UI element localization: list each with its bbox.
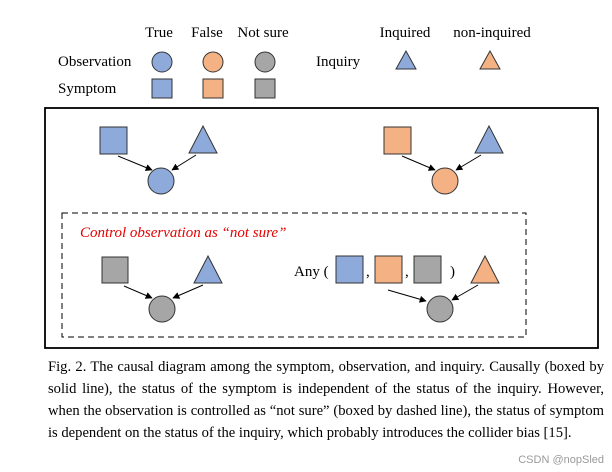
legend-symptom-false-icon xyxy=(202,78,224,99)
legend-inquiry-label: Inquiry xyxy=(316,54,361,70)
edge-symptom-to-observation-bottom xyxy=(123,285,153,299)
symptom-any-false-node xyxy=(374,255,403,284)
legend-false-label: False xyxy=(191,25,223,41)
symptom-any-true-node xyxy=(335,255,364,284)
edge-inquiry-to-observation xyxy=(171,154,197,171)
observation-not-sure-node-right xyxy=(426,295,454,323)
figure-caption: Fig. 2. The causal diagram among the sym… xyxy=(48,359,604,441)
legend-non-inquired-label: non-inquired xyxy=(453,25,531,41)
csdn-watermark: CSDN @nopSled xyxy=(518,454,604,466)
edge-symptom-to-observation-right xyxy=(401,155,436,171)
legend-symptom-not-sure-icon xyxy=(254,78,276,99)
causal-diagram: True False Not sure Observation Symptom … xyxy=(44,25,599,349)
legend-inquiry-inquired-icon xyxy=(395,49,417,70)
observation-not-sure-node xyxy=(148,295,176,323)
outer-solid-box xyxy=(44,107,599,349)
legend-observation-true-icon xyxy=(151,51,173,73)
symptom-true-node xyxy=(99,126,128,155)
edge-non-inquired-to-observation xyxy=(451,284,479,301)
symptom-any-not-sure-node xyxy=(413,255,442,284)
legend-inquired-label: Inquired xyxy=(380,25,431,41)
control-observation-label: Control observation as “not sure” xyxy=(80,225,286,241)
legend-symptom-true-icon xyxy=(151,78,173,99)
legend-inquiry-non-inquired-icon xyxy=(479,49,501,70)
legend-observation-label: Observation xyxy=(58,54,132,70)
any-close-paren: ) xyxy=(450,264,455,280)
inquiry-non-inquired-node xyxy=(470,254,500,284)
edge-inquiry-to-observation-bottom xyxy=(172,284,204,299)
legend-observation-false-icon xyxy=(202,51,224,73)
symptom-false-node xyxy=(383,126,412,155)
edge-any-symptom-to-observation xyxy=(387,289,427,303)
edge-inquiry-to-observation-right xyxy=(455,154,482,171)
symptom-not-sure-node xyxy=(101,256,129,284)
legend-symptom-label: Symptom xyxy=(58,81,117,97)
inner-dashed-box xyxy=(61,212,527,338)
any-comma-2: , xyxy=(405,264,409,280)
legend-observation-not-sure-icon xyxy=(254,51,276,73)
observation-false-node xyxy=(431,167,459,195)
legend-not-sure-label: Not sure xyxy=(237,25,289,41)
any-label: Any ( xyxy=(294,264,329,280)
inquiry-inquired-node-bottom xyxy=(193,254,223,284)
any-comma-1: , xyxy=(366,264,370,280)
inquiry-inquired-node xyxy=(188,124,218,154)
inquiry-inquired-node-right xyxy=(474,124,504,154)
legend-true-label: True xyxy=(145,25,173,41)
observation-true-node xyxy=(147,167,175,195)
edge-symptom-to-observation xyxy=(117,155,153,171)
